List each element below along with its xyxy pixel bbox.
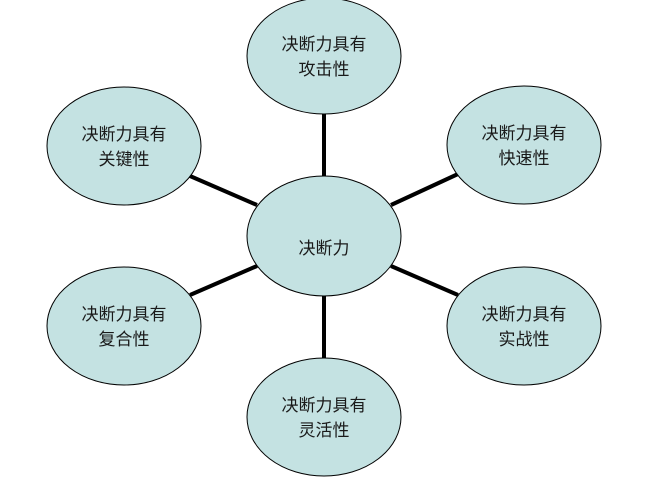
connector-lower-right <box>390 264 459 297</box>
center-node-label: 决断力 <box>299 239 350 259</box>
node-lower-right-line1: 决断力具有 <box>482 305 567 325</box>
node-top-line2: 攻击性 <box>299 60 350 80</box>
node-lower-right: 决断力具有 实战性 <box>446 266 602 386</box>
node-upper-right: 决断力具有 快速性 <box>446 85 602 205</box>
node-upper-right-line2: 快速性 <box>499 149 550 169</box>
connector-upper-left <box>189 174 258 207</box>
node-upper-right-shape <box>446 85 602 205</box>
node-top-line1: 决断力具有 <box>282 35 367 55</box>
center-node-shape <box>246 175 402 297</box>
node-top-shape <box>246 0 402 115</box>
node-upper-left-shape <box>46 86 202 206</box>
node-upper-left-line1: 决断力具有 <box>82 125 167 145</box>
node-bottom: 决断力具有 灵活性 <box>246 357 402 477</box>
connector-upper-right <box>390 172 459 207</box>
connectors <box>189 114 459 358</box>
node-bottom-line2: 灵活性 <box>299 421 350 441</box>
node-lower-left: 决断力具有 复合性 <box>46 266 202 386</box>
node-bottom-shape <box>246 357 402 477</box>
node-lower-right-shape <box>446 266 602 386</box>
node-lower-left-line2: 复合性 <box>99 330 150 350</box>
node-upper-left: 决断力具有 关键性 <box>46 86 202 206</box>
node-top: 决断力具有 攻击性 <box>246 0 402 115</box>
center-node: 决断力 <box>246 175 402 297</box>
node-bottom-line1: 决断力具有 <box>282 396 367 416</box>
connector-lower-left <box>189 264 258 297</box>
node-lower-left-line1: 决断力具有 <box>82 305 167 325</box>
node-lower-left-shape <box>46 266 202 386</box>
node-upper-right-line1: 决断力具有 <box>482 124 567 144</box>
node-lower-right-line2: 实战性 <box>499 330 550 350</box>
node-upper-left-line2: 关键性 <box>99 150 150 170</box>
